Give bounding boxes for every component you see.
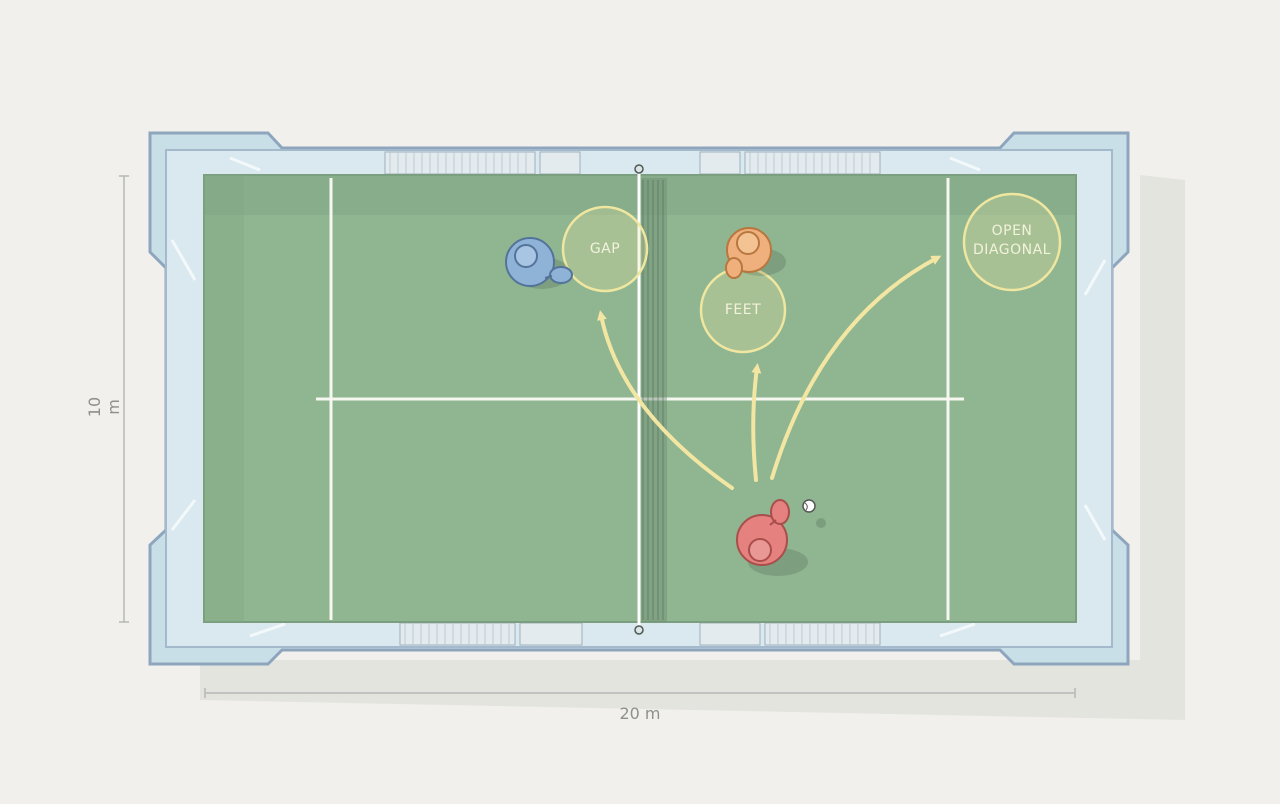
gap-label: GAP: [589, 241, 621, 257]
width-dimension-label: 20 m: [619, 704, 661, 723]
arrow-to-gap: [597, 310, 734, 490]
feet-label: FEET: [724, 302, 762, 318]
mesh-pattern: [389, 152, 875, 645]
open-diagonal-zone: [962, 192, 1062, 292]
ball-icon: [802, 499, 826, 528]
open-diagonal-label-line1: OPEN: [991, 223, 1033, 239]
dimension-lines: [119, 175, 1076, 698]
gap-zone: [561, 205, 649, 293]
court-shade-left: [204, 175, 244, 622]
player-orange-icon: [725, 227, 786, 279]
player-red-icon: [736, 499, 808, 576]
arrow-to-feet: [751, 363, 762, 482]
height-dimension-label: 10 m: [85, 396, 123, 418]
net: [634, 164, 667, 635]
target-zones: [561, 192, 1062, 354]
arrow-to-open-diagonal: [770, 255, 942, 480]
open-diagonal-label-line2: DIAGONAL: [973, 242, 1051, 258]
shot-arrows: [597, 255, 942, 490]
player-blue-icon: [505, 237, 573, 289]
